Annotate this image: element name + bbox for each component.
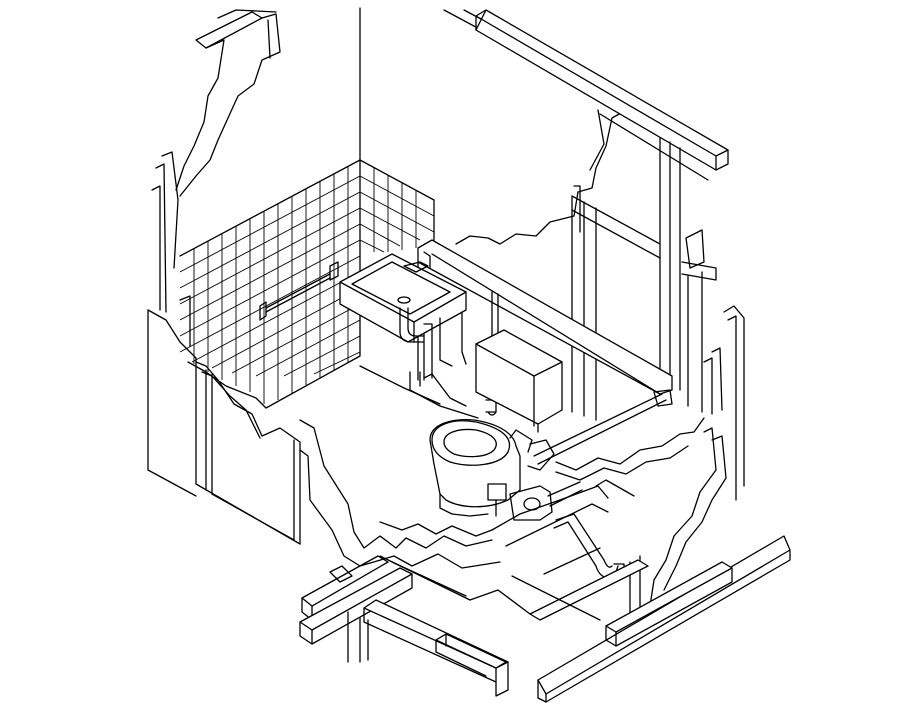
tiled-wall-left [179,159,361,409]
right-broken-studs [681,229,745,501]
tiled-wall-right [359,159,435,253]
wall-sink [339,251,467,367]
ceiling-beam [475,9,729,171]
toilet-bowl [429,418,533,517]
floor-slab [359,365,635,575]
floor-joists [299,535,791,703]
wall-studs [571,113,709,421]
vent-pipe [527,389,673,471]
left-wall-broken-edge [151,9,281,313]
toilet-tank [475,329,563,433]
towel-bar-left [259,261,339,321]
front-left-wall [147,295,301,545]
